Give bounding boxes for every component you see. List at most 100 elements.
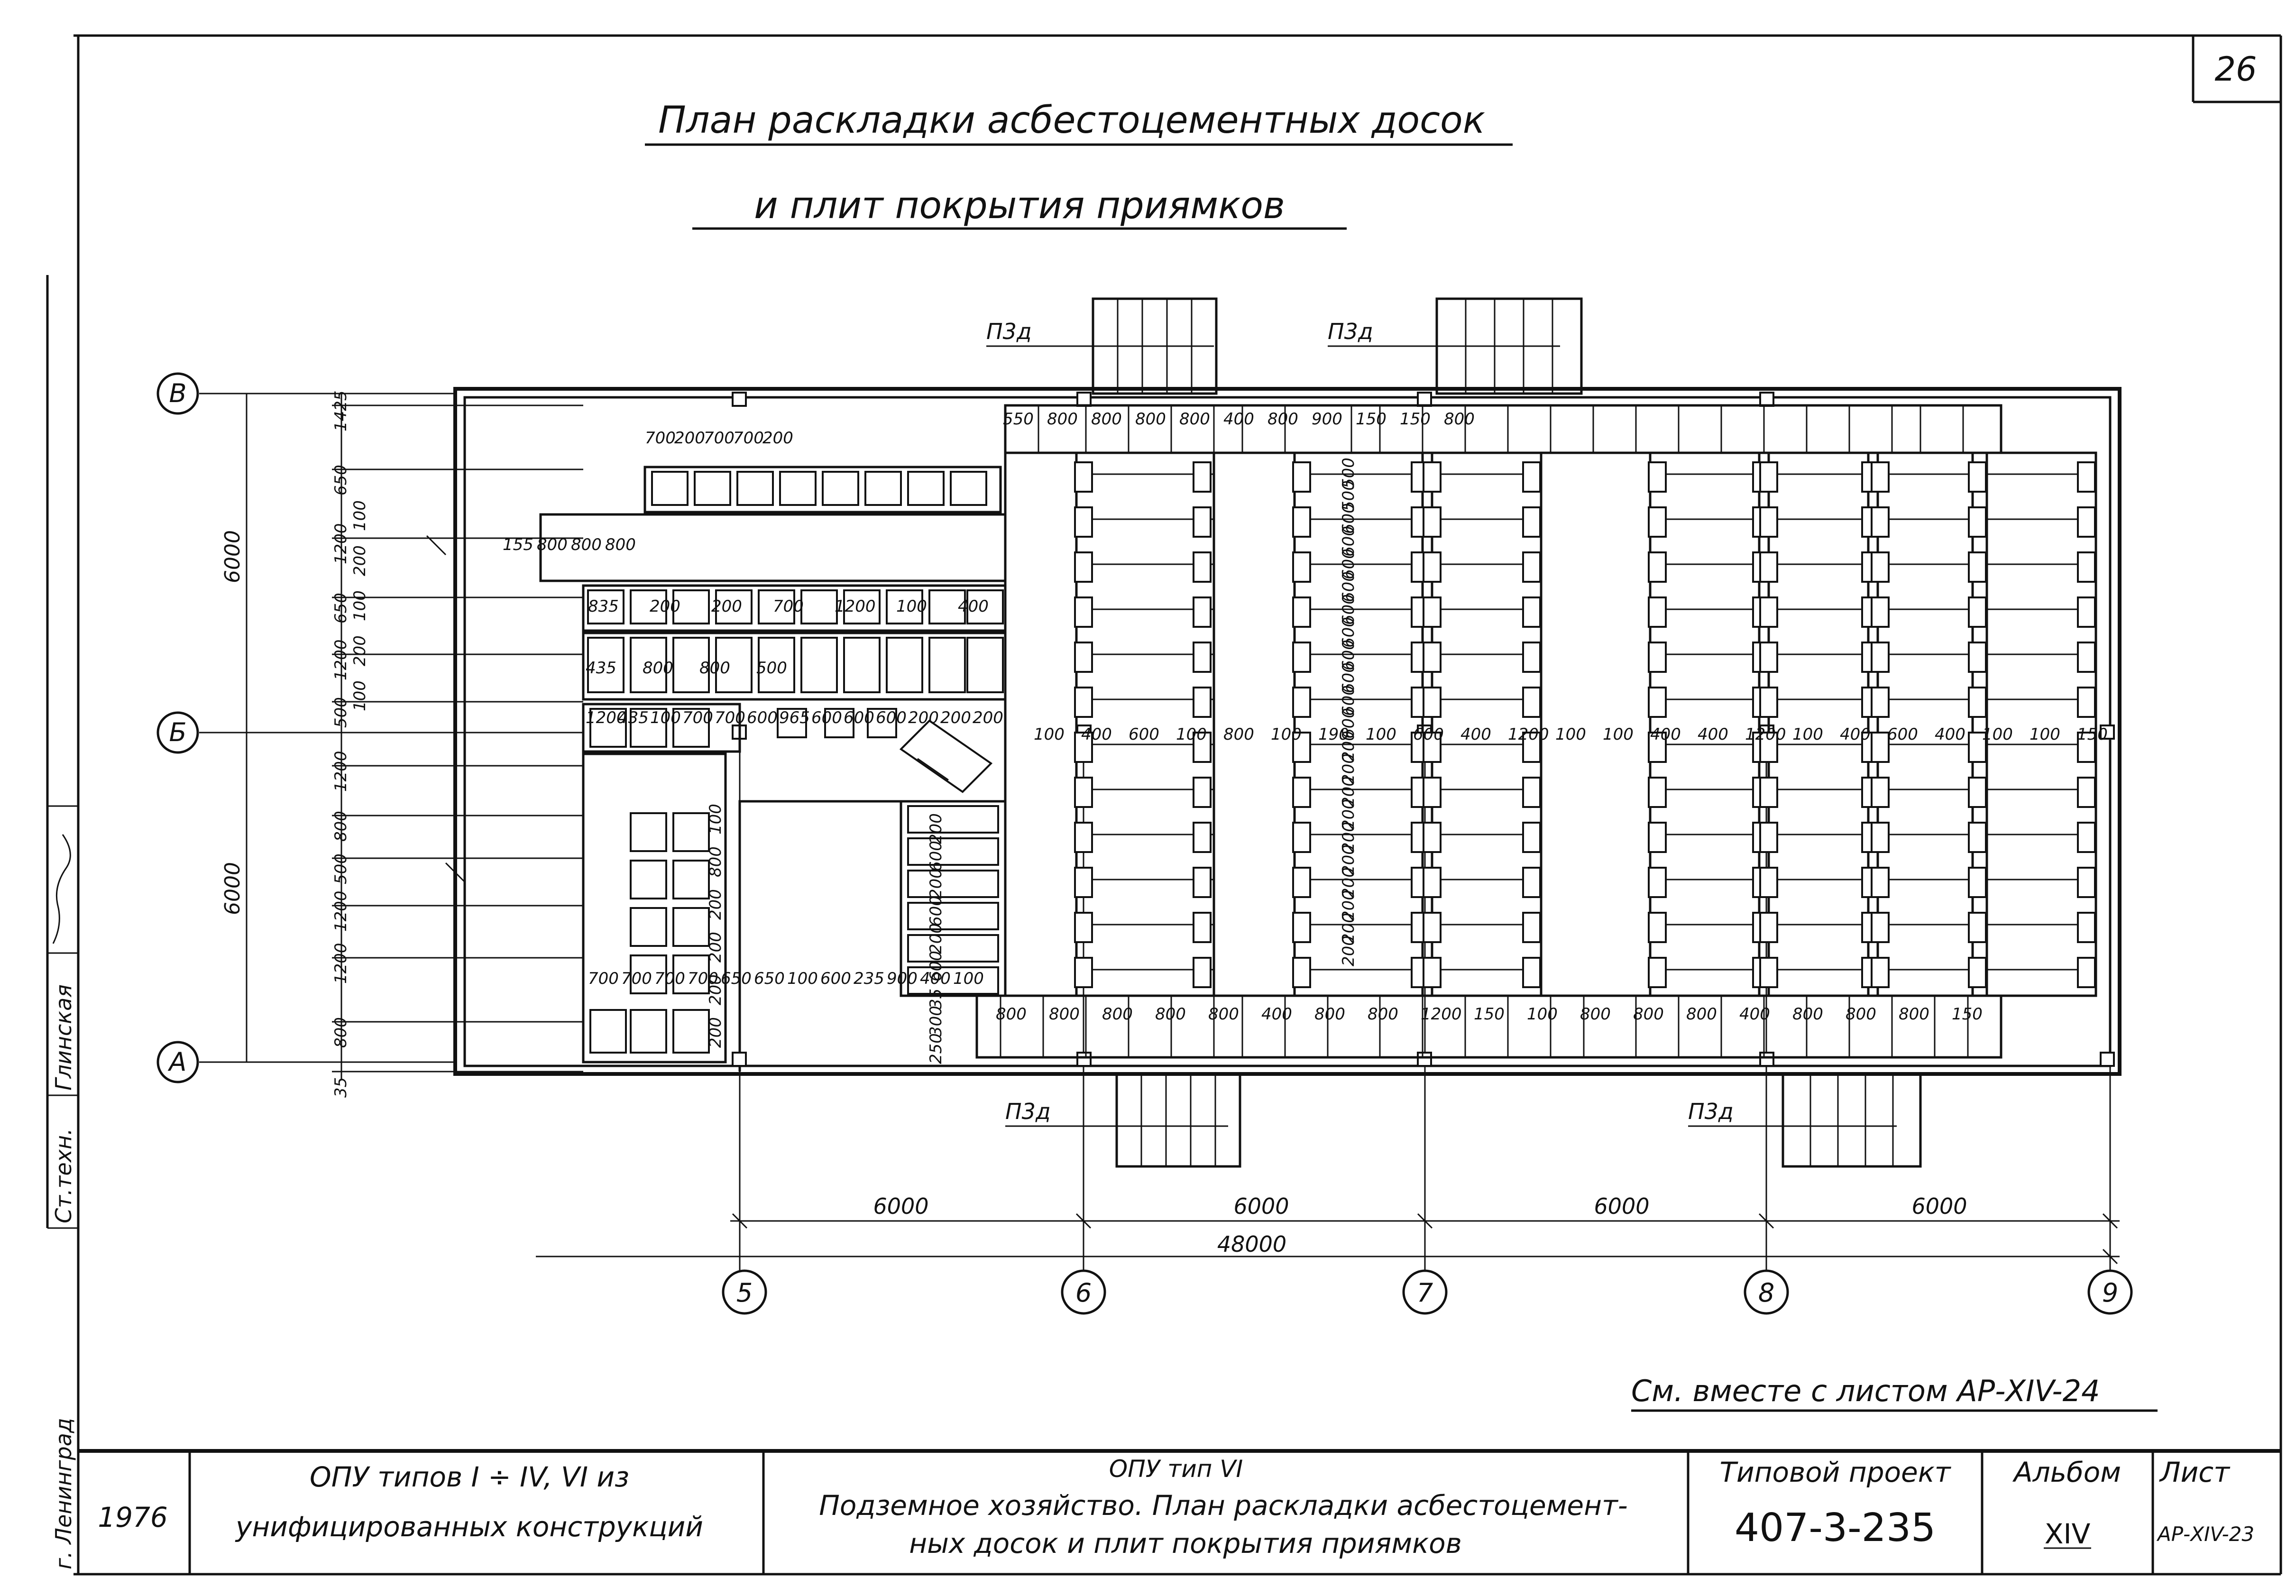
annex-cell bbox=[966, 637, 1004, 693]
board-block bbox=[1193, 822, 1212, 853]
axis-bubble-9: 9 bbox=[2087, 1269, 2133, 1315]
dimension-label: 500 bbox=[1339, 458, 1358, 488]
board-block bbox=[1759, 867, 1778, 898]
dimension-label: 600 bbox=[1339, 640, 1358, 670]
annex-cell bbox=[587, 589, 625, 624]
board-block bbox=[1292, 551, 1311, 583]
annex-cell bbox=[630, 589, 667, 624]
dimension-label: 1200 bbox=[835, 597, 876, 616]
dimension-label: 600 bbox=[811, 708, 842, 727]
dimension-label: 100 bbox=[350, 500, 369, 531]
board-block bbox=[1193, 687, 1212, 718]
board-block bbox=[1648, 506, 1667, 538]
dimension-label: 200 bbox=[706, 932, 725, 963]
dimension-label: 800 bbox=[1633, 1005, 1664, 1024]
board-block bbox=[1423, 867, 1442, 898]
board-block bbox=[1193, 912, 1212, 943]
board-block bbox=[2077, 732, 2096, 763]
dimension-label: 150 bbox=[1474, 1005, 1505, 1024]
dimension-label: 400 bbox=[1223, 410, 1254, 429]
dimension-label: 100 bbox=[1366, 725, 1396, 744]
board-block bbox=[1968, 642, 1987, 673]
board-block bbox=[1759, 596, 1778, 628]
dimension-label: 600 bbox=[1339, 662, 1358, 693]
axis-bubble-a: А bbox=[156, 1041, 199, 1083]
dimension-label: 250 bbox=[927, 1033, 946, 1064]
board-block bbox=[1074, 461, 1093, 493]
annex-cell bbox=[630, 1009, 667, 1054]
dimension-label: 400 bbox=[920, 969, 951, 988]
annex-cell bbox=[966, 589, 1004, 624]
dimension-label: 800 bbox=[1049, 1005, 1080, 1024]
dimension-label: 200 bbox=[650, 597, 680, 616]
dimension-label: 600 bbox=[747, 708, 778, 727]
bay-dim-4: 6000 bbox=[1911, 1193, 1967, 1219]
annex-cell bbox=[886, 637, 923, 693]
board-block bbox=[1871, 957, 1890, 988]
svg-text:В: В bbox=[169, 378, 186, 408]
annex-cell bbox=[587, 637, 625, 693]
board-block bbox=[1968, 732, 1987, 763]
board-block bbox=[2077, 461, 2096, 493]
board-block bbox=[1074, 822, 1093, 853]
board-block bbox=[2077, 867, 2096, 898]
dimension-label: 200 bbox=[1339, 822, 1358, 853]
board-block bbox=[1648, 596, 1667, 628]
svg-text:Б: Б bbox=[169, 717, 186, 747]
sheet-number-box: 26 bbox=[2192, 36, 2281, 103]
dimension-label: 200 bbox=[1339, 776, 1358, 807]
board-block bbox=[1759, 912, 1778, 943]
annex-cell bbox=[672, 860, 710, 899]
annex-cell bbox=[800, 589, 838, 624]
annex-cell bbox=[907, 902, 999, 930]
annex-cell bbox=[758, 589, 795, 624]
board-block bbox=[1193, 867, 1212, 898]
board-block bbox=[1871, 506, 1890, 538]
stamp-desc-line2: Подземное хозяйство. План раскладки асбе… bbox=[819, 1489, 1627, 1522]
dimension-label: 800 bbox=[1444, 410, 1475, 429]
board-block bbox=[2077, 642, 2096, 673]
board-block bbox=[1522, 551, 1541, 583]
dimension-label: 155 bbox=[503, 535, 533, 554]
stamp-desc-line3: ных досок и плит покрытия приямков bbox=[909, 1527, 1462, 1559]
board-block bbox=[1759, 506, 1778, 538]
board-block bbox=[1648, 687, 1667, 718]
annex-cell bbox=[715, 589, 753, 624]
board-block bbox=[1423, 777, 1442, 808]
board-block bbox=[1193, 642, 1212, 673]
dimension-label: 800 bbox=[1091, 410, 1122, 429]
dimension-label: 600 bbox=[1339, 617, 1358, 648]
dimension-label: 100 bbox=[1176, 725, 1207, 744]
dimension-label: 700 bbox=[645, 429, 676, 448]
board-block bbox=[1423, 461, 1442, 493]
typical-project-value: 407-3-235 bbox=[1735, 1505, 1936, 1550]
annex-cell bbox=[736, 471, 774, 506]
board-block bbox=[1871, 461, 1890, 493]
dimension-label: 800 bbox=[1155, 1005, 1186, 1024]
dimension-label: 200 bbox=[908, 708, 939, 727]
dimension-label: 235 bbox=[854, 969, 884, 988]
dimension-label: 800 bbox=[1223, 725, 1254, 744]
board-block bbox=[1871, 912, 1890, 943]
dimension-label: 200 bbox=[1339, 867, 1358, 898]
dimension-label: 100 bbox=[1982, 725, 2013, 744]
dimension-label: 800 bbox=[1102, 1005, 1133, 1024]
note-text: См. вместе с листом АР-XIV-24 bbox=[1631, 1374, 2100, 1408]
board-block bbox=[1193, 551, 1212, 583]
board-block bbox=[1423, 596, 1442, 628]
dimension-label: 400 bbox=[958, 597, 989, 616]
board-block bbox=[1423, 551, 1442, 583]
bay-dim-3: 6000 bbox=[1594, 1193, 1649, 1219]
board-block bbox=[2077, 912, 2096, 943]
dimension-label: 800 bbox=[996, 1005, 1027, 1024]
board-block bbox=[1648, 551, 1667, 583]
dimension-label: 1425 bbox=[331, 390, 350, 431]
dimension-label: 400 bbox=[1935, 725, 1965, 744]
dimension-label: 700 bbox=[773, 597, 804, 616]
dimension-label: 200 bbox=[350, 635, 369, 666]
annex-cell bbox=[630, 907, 667, 947]
dimension-label: 900 bbox=[1312, 410, 1342, 429]
board-block bbox=[1193, 461, 1212, 493]
board-block bbox=[1522, 687, 1541, 718]
board-block bbox=[1522, 506, 1541, 538]
